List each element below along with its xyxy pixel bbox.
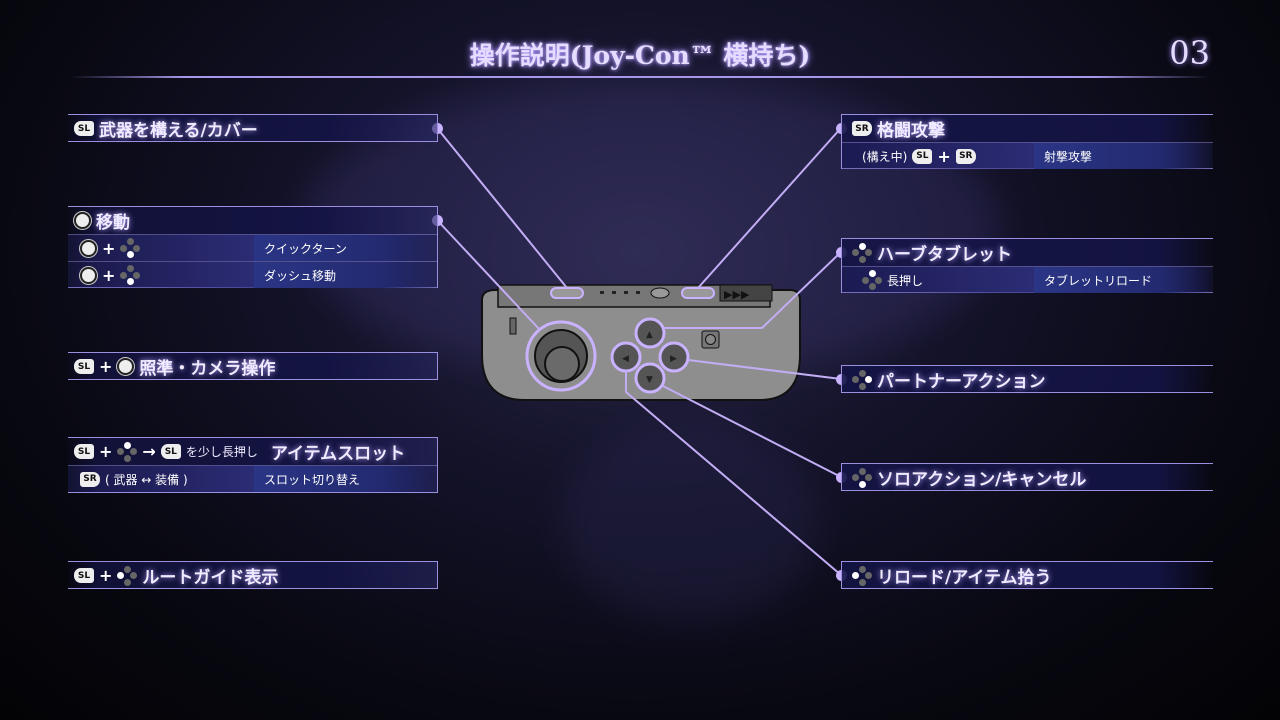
control-label: リロード/アイテム拾う	[877, 568, 1052, 588]
key-text: ( 武器 ↔ 装備 )	[105, 472, 188, 487]
control-item-slot: SL + → SL を少し長押しアイテムスロット SR ( 武器 ↔ 装備 ) スロット切り…	[68, 437, 438, 493]
face-buttons	[610, 317, 690, 394]
sl-button-icon: SL	[160, 444, 181, 459]
control-label: アイテムスロット	[270, 444, 406, 464]
plus: +	[99, 566, 113, 585]
plus: +	[99, 442, 113, 461]
action-label: スロット切り替え	[254, 466, 437, 492]
control-move: 移動 + クイックターン + ダッシュ移動	[68, 206, 438, 288]
dpad-up-icon	[117, 441, 138, 462]
control-label: 移動	[96, 213, 130, 233]
plus: +	[102, 265, 116, 285]
joycon-body: ▶▶▶ ▲ ◀ ▶ ▼	[481, 284, 801, 401]
control-label: ルートガイド表示	[142, 568, 279, 588]
left-stick-icon	[74, 212, 91, 229]
dpad-up-icon	[852, 242, 872, 263]
plus: +	[99, 357, 113, 376]
arrow: →	[142, 442, 156, 461]
control-label: 武器を構える/カバー	[99, 121, 258, 141]
svg-text:▶▶▶: ▶▶▶	[724, 288, 750, 301]
connector-lines	[436, 127, 842, 576]
dpad-up-icon	[862, 270, 882, 290]
page-number: 03	[1169, 34, 1210, 72]
control-label: 格闘攻撃	[877, 121, 945, 141]
control-label: 照準・カメラ操作	[139, 359, 276, 379]
page-title: 操作説明(Joy-Con™ 横持ち)	[469, 41, 811, 70]
stick-press-icon	[80, 239, 97, 257]
control-label: パートナーアクション	[877, 372, 1046, 392]
control-camera: SL + 照準・カメラ操作	[68, 352, 438, 380]
sl-button-icon: SL	[74, 359, 94, 374]
plus: +	[102, 238, 116, 258]
hold-text: を少し長押し	[185, 445, 258, 459]
svg-text:▶: ▶	[670, 354, 677, 364]
dpad-left-icon	[852, 565, 872, 586]
sr-button-icon: SR	[80, 471, 100, 487]
action-label: 射撃攻撃	[1034, 143, 1213, 169]
sr-button-icon: SR	[852, 121, 872, 136]
key-text: 長押し	[887, 273, 924, 288]
sr-button-icon: SR	[955, 148, 976, 164]
action-label: ダッシュ移動	[254, 262, 437, 288]
action-label: クイックターン	[254, 235, 437, 261]
sl-button-icon: SL	[912, 148, 933, 164]
control-aim-cover: SL 武器を構える/カバー	[68, 114, 438, 142]
left-stick-icon	[117, 358, 135, 375]
dpad-down-icon	[120, 265, 141, 285]
control-solo-action: ソロアクション/キャンセル	[841, 463, 1213, 491]
dpad-down-icon	[120, 238, 141, 258]
dpad-right-icon	[852, 369, 872, 390]
dpad-left-icon	[117, 565, 138, 586]
control-label: ハーブタブレット	[877, 245, 1012, 265]
sl-button-icon: SL	[74, 444, 94, 459]
dpad-down-icon	[852, 467, 872, 488]
prefix-text: (構え中)	[862, 149, 908, 164]
action-label: タブレットリロード	[1034, 267, 1213, 293]
svg-text:▼: ▼	[646, 375, 653, 385]
control-herb-tablet: ハーブタブレット 長押し タブレットリロード	[841, 238, 1213, 293]
sl-button-icon: SL	[74, 121, 94, 136]
control-partner-action: パートナーアクション	[841, 365, 1213, 393]
svg-text:▲: ▲	[646, 330, 653, 340]
sl-button-icon: SL	[74, 568, 94, 583]
title-divider	[70, 76, 1210, 78]
svg-text:◀: ◀	[622, 354, 629, 364]
control-label: ソロアクション/キャンセル	[877, 470, 1087, 490]
plus: +	[937, 146, 951, 166]
control-reload: リロード/アイテム拾う	[841, 561, 1213, 589]
control-route-guide: SL + ルートガイド表示	[68, 561, 438, 589]
stick-press-icon	[80, 266, 97, 284]
